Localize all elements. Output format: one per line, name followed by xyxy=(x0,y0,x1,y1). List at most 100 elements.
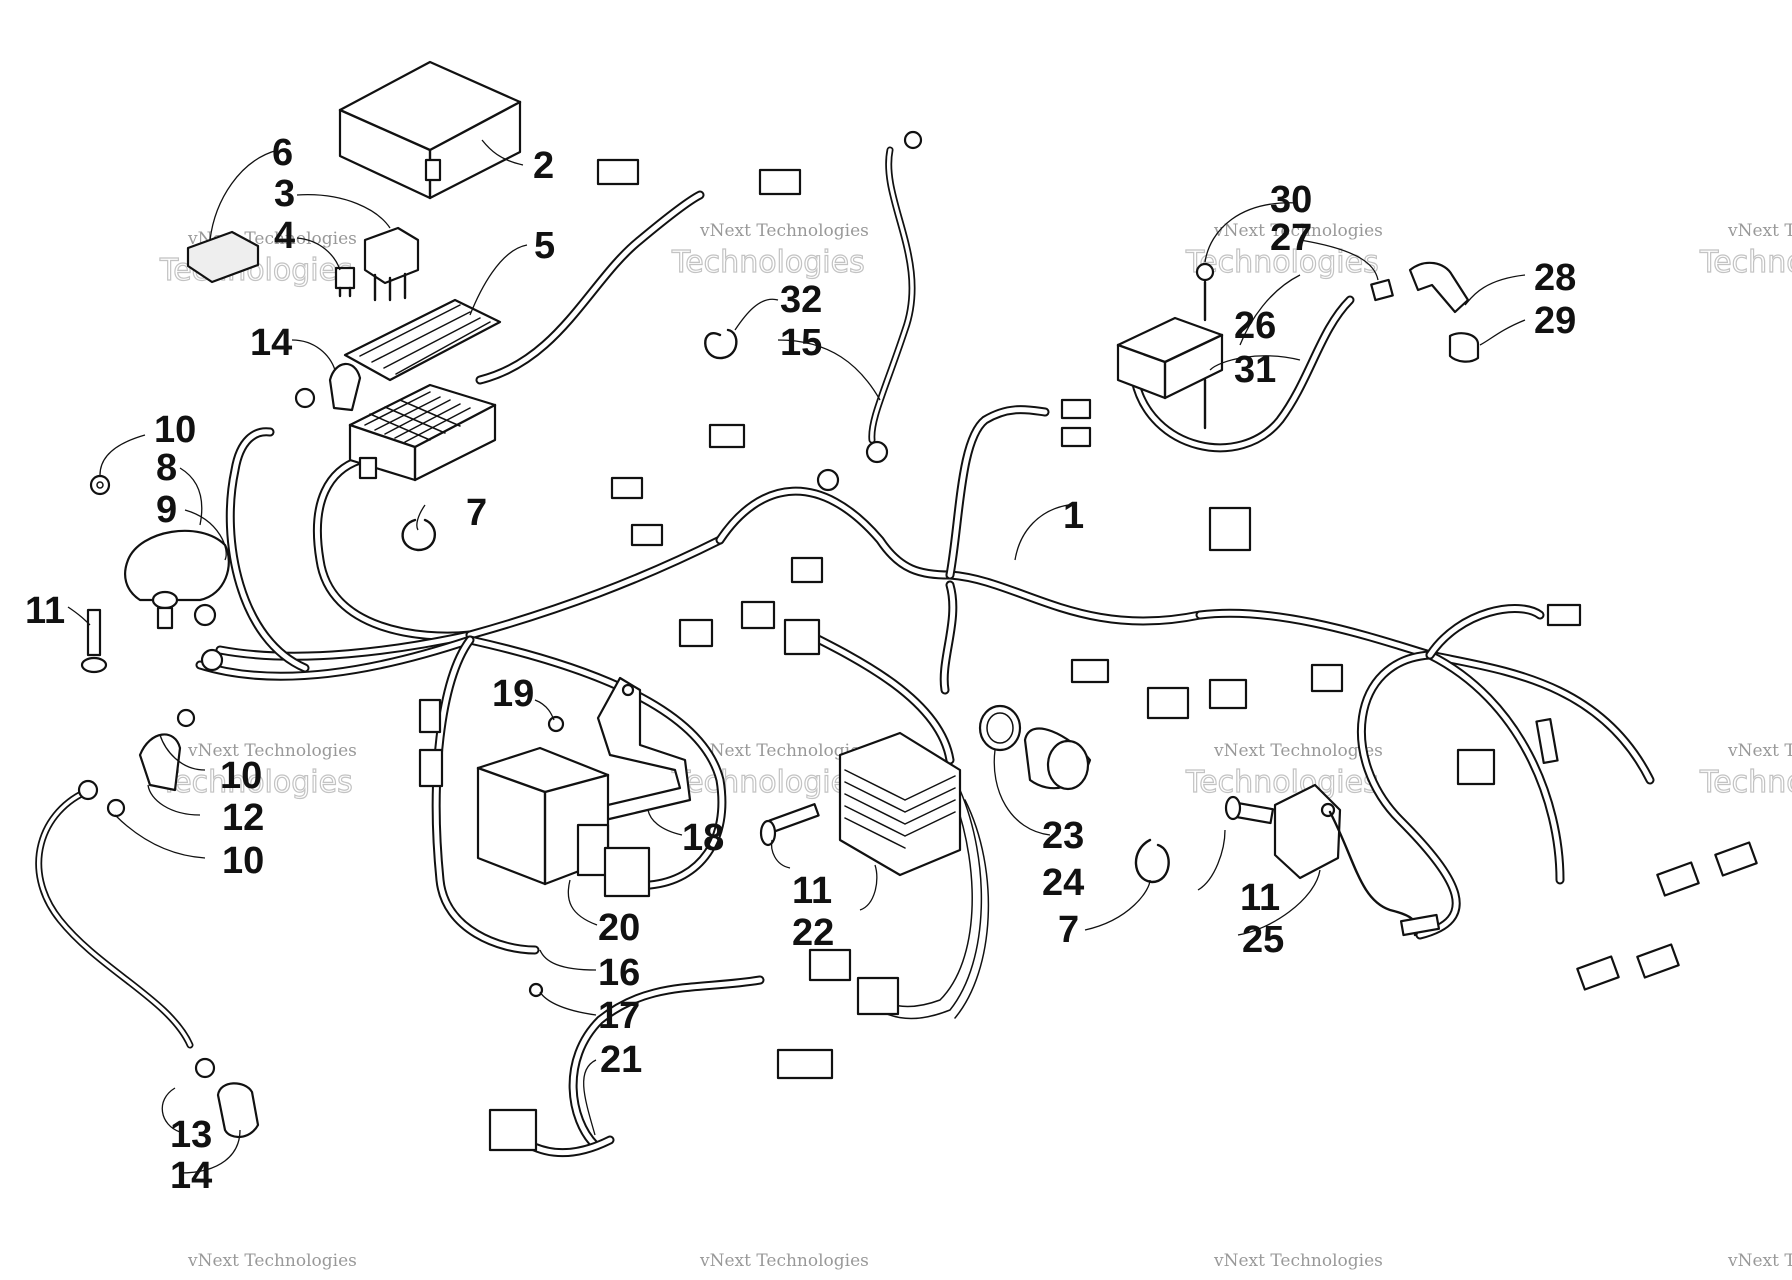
watermark-text: Technologies xyxy=(159,765,353,800)
watermark: vNext Technologies xyxy=(187,1251,357,1271)
watermark-text: vNext Technologies xyxy=(699,221,869,241)
callout-1: 1 xyxy=(1063,495,1084,537)
wire-clip-icon xyxy=(704,328,738,360)
terminal-boot-icon xyxy=(216,1082,260,1138)
watermark-text: Technologies xyxy=(671,765,865,800)
ring-terminal-icon xyxy=(903,130,923,150)
connector-icon xyxy=(1714,841,1758,877)
battery-cable-13 xyxy=(35,786,194,1049)
connector-icon xyxy=(418,698,442,734)
connector-icon xyxy=(603,846,651,898)
callout-15: 15 xyxy=(780,322,822,364)
harness-branch xyxy=(1195,608,1435,660)
coil-module xyxy=(1116,262,1224,430)
nut-icon xyxy=(1195,262,1215,282)
callout-14a: 14 xyxy=(250,322,292,364)
bolt-icon xyxy=(80,608,108,674)
callout-27: 27 xyxy=(1270,217,1312,259)
callout-24: 24 xyxy=(1042,862,1084,904)
harness-connectors xyxy=(418,158,1758,1152)
watermark-text: vNext Technologies xyxy=(1727,741,1792,761)
fuse-block xyxy=(348,383,497,482)
watermark: vNext Technologies Technologies xyxy=(158,741,357,801)
callout-9: 9 xyxy=(156,489,177,531)
callout-29: 29 xyxy=(1534,300,1576,342)
callouts: 1 2 3 4 5 6 7 7 8 9 10 10 10 11 11 11 12… xyxy=(25,132,1576,1197)
watermarks: vNext Technologies Technologies vNext Te… xyxy=(158,221,1792,1271)
watermark-text: vNext Technologies xyxy=(1213,221,1383,241)
callout-23: 23 xyxy=(1042,815,1084,857)
bolt-icon xyxy=(1224,795,1275,825)
watermark: vNext Technologies Technologies xyxy=(670,741,868,801)
callout-14b: 14 xyxy=(170,1155,212,1197)
connector-icon xyxy=(1456,748,1496,786)
harness-branch xyxy=(312,455,475,641)
callout-28: 28 xyxy=(1534,257,1576,299)
leader-lines xyxy=(67,139,1526,1174)
watermark-text: vNext Technologies xyxy=(1213,1251,1383,1271)
callout-7a: 7 xyxy=(466,492,487,534)
callout-25: 25 xyxy=(1242,919,1284,961)
ring-terminal-icon xyxy=(194,1057,216,1079)
fuse-label-decal xyxy=(343,298,502,382)
terminal-boot-icon xyxy=(138,733,182,792)
wire-clip-icon xyxy=(1134,838,1170,884)
nut-icon xyxy=(106,798,126,818)
connector-icon xyxy=(708,423,746,449)
callout-2: 2 xyxy=(533,145,554,187)
watermark: vNext Technologies Technologies xyxy=(1698,741,1792,801)
connector-icon xyxy=(790,556,824,584)
watermark-text: Technologies xyxy=(1185,245,1379,280)
watermark: vNext Technologies xyxy=(1727,1251,1792,1271)
starter-solenoid xyxy=(124,529,230,672)
connector-icon xyxy=(856,976,900,1016)
connector-icon xyxy=(1576,955,1620,991)
watermark-text: vNext Technologies xyxy=(187,1251,357,1271)
connector-icon xyxy=(740,600,776,630)
callout-10b: 10 xyxy=(220,755,262,797)
fuse-icon xyxy=(334,266,356,298)
connector-icon xyxy=(1208,678,1248,710)
battery-cables xyxy=(35,130,923,1079)
connector-icon xyxy=(1636,943,1680,979)
watermark-text: vNext Technologies xyxy=(1727,221,1792,241)
callout-7b: 7 xyxy=(1058,909,1079,951)
callout-5: 5 xyxy=(534,225,555,267)
power-outlet xyxy=(978,704,1092,791)
watermark: vNext Technologies Technologies xyxy=(1184,221,1383,281)
connector-icon xyxy=(1146,686,1190,720)
watermark-text: Technologies xyxy=(671,245,865,280)
callout-21: 21 xyxy=(600,1039,642,1081)
harness-branch xyxy=(225,427,310,673)
callout-17: 17 xyxy=(598,995,640,1037)
connector-icon xyxy=(1070,658,1110,684)
watermark-text: vNext Technologies xyxy=(1213,741,1383,761)
callout-4: 4 xyxy=(274,215,295,257)
ring-terminal-icon xyxy=(816,468,840,492)
watermark-text: vNext Technologies xyxy=(187,741,357,761)
callout-11c: 11 xyxy=(1240,877,1280,919)
connector-icon xyxy=(1535,718,1559,764)
watermark-text: vNext Technologies xyxy=(1727,1251,1792,1271)
main-harness xyxy=(195,190,1655,1158)
callout-11a: 11 xyxy=(25,590,65,632)
callout-32: 32 xyxy=(780,279,822,321)
callout-6: 6 xyxy=(272,132,293,174)
callout-18: 18 xyxy=(682,817,724,859)
callout-22: 22 xyxy=(792,912,834,954)
callout-31: 31 xyxy=(1234,349,1276,391)
callout-16: 16 xyxy=(598,952,640,994)
voltage-regulator xyxy=(838,731,962,877)
wire-clip-icon xyxy=(401,518,436,552)
callout-13: 13 xyxy=(170,1114,212,1156)
connector-icon xyxy=(488,1108,538,1152)
connector-icon xyxy=(1060,398,1092,420)
nut-icon xyxy=(176,708,196,728)
callout-19: 19 xyxy=(492,673,534,715)
watermark: vNext Technologies Technologies xyxy=(1184,741,1383,801)
watermark-text: vNext Technologies xyxy=(699,1251,869,1271)
connector-icon xyxy=(610,476,644,500)
watermark: vNext Technologies xyxy=(1213,1251,1383,1271)
callout-20: 20 xyxy=(598,907,640,949)
